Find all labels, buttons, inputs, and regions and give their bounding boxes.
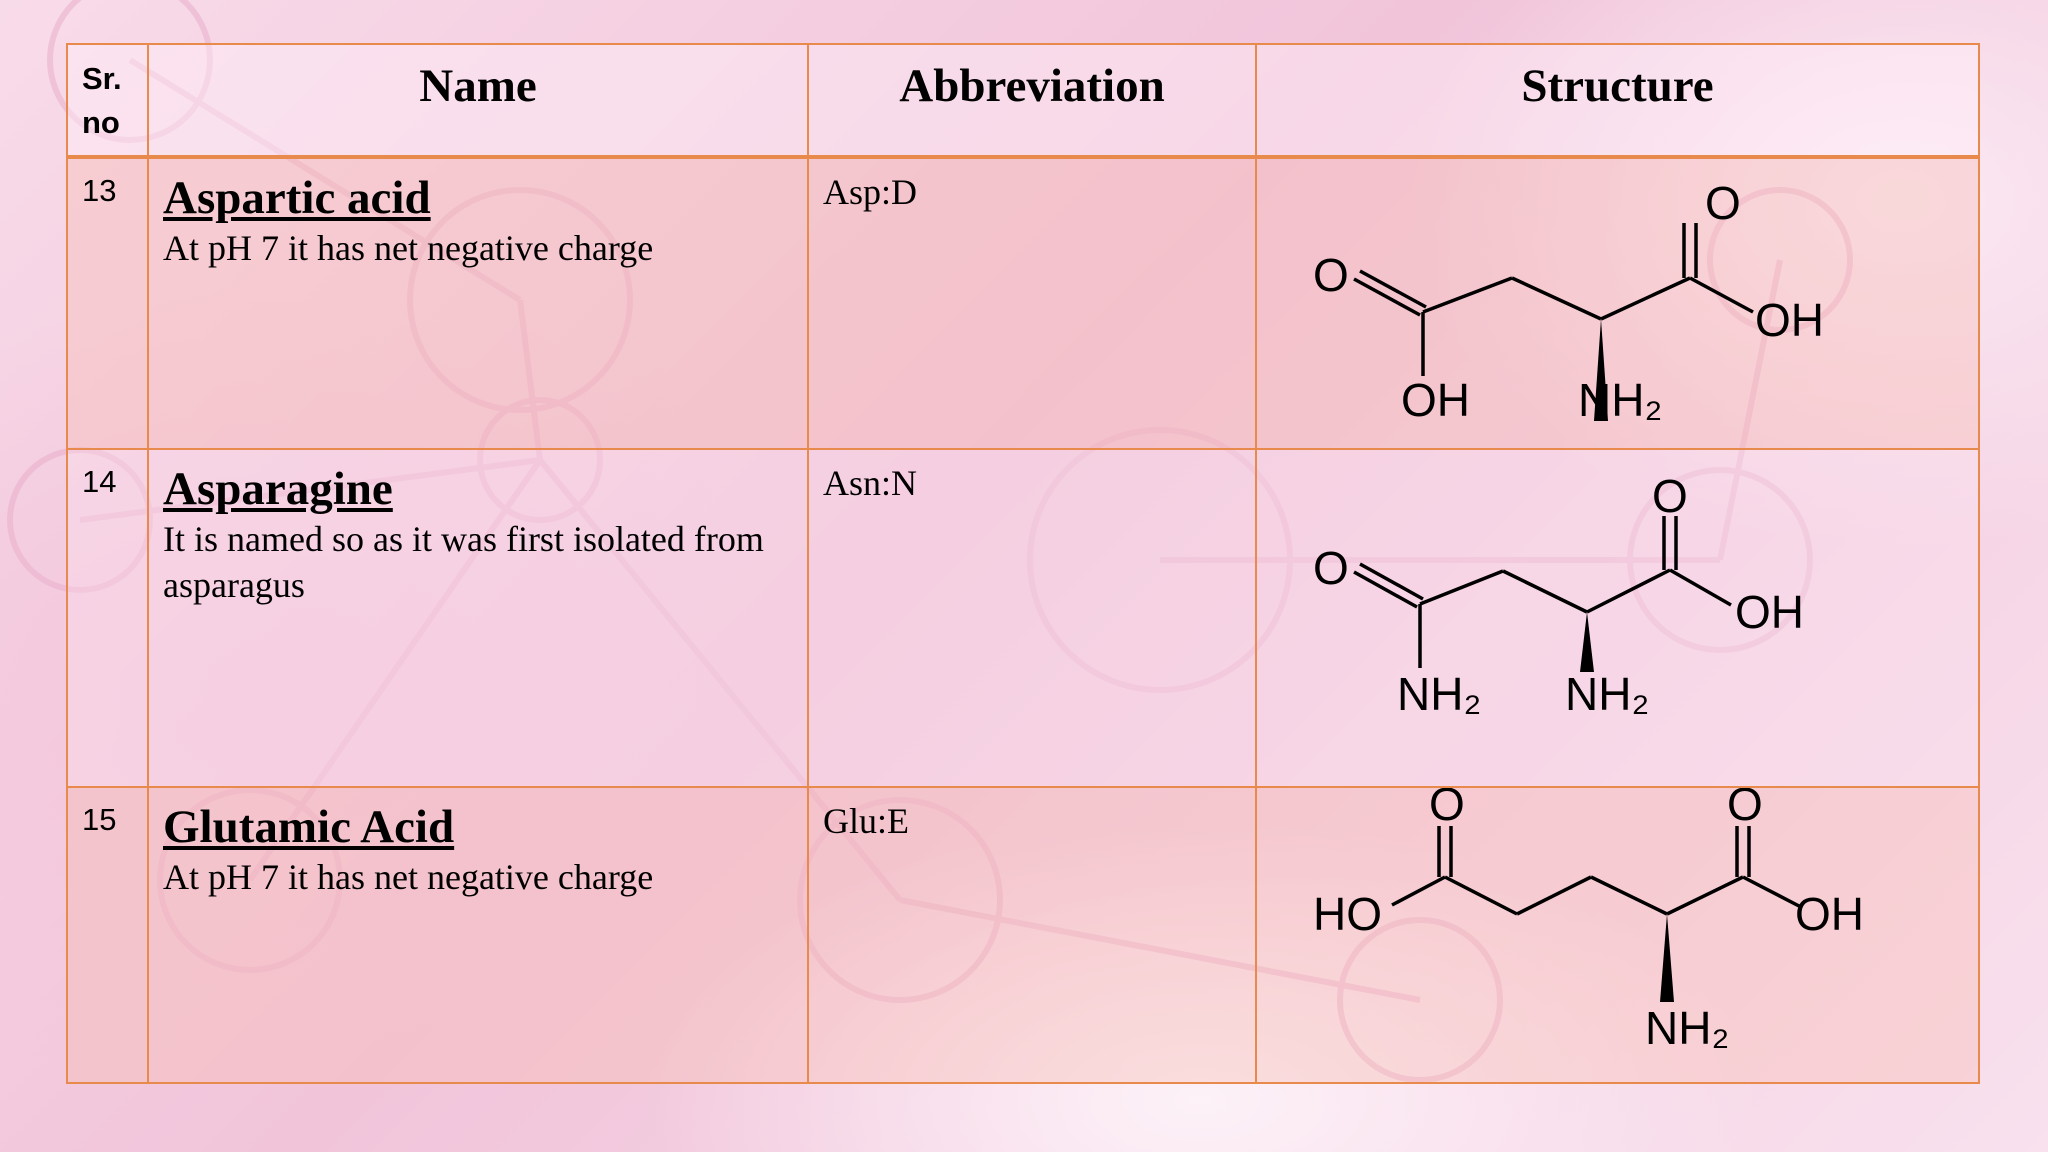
sr-cell: 13 (66, 156, 149, 450)
amino-acid-table: Sr. no Name Abbreviation Structure 13 As… (66, 43, 1980, 1084)
table-row: 13 Aspartic acid At pH 7 it has net nega… (66, 156, 1980, 450)
aspartic-acid-structure: O O OH OH NH₂ (1313, 177, 1824, 426)
amino-acid-table-container: Sr. no Name Abbreviation Structure 13 As… (66, 43, 1980, 1084)
glutamic-acid-structure: O O HO OH NH₂ (1313, 788, 1864, 1054)
header-name: Name (147, 43, 809, 159)
amine-label: NH₂ (1645, 1002, 1729, 1054)
hydroxyl-label: OH (1755, 294, 1824, 346)
sr-cell: 15 (66, 786, 149, 1084)
table-row: 15 Glutamic Acid At pH 7 it has net nega… (66, 786, 1980, 1084)
sr-cell: 14 (66, 448, 149, 788)
oxygen-label: O (1313, 542, 1349, 594)
structure-cell: O O OH OH NH₂ (1255, 156, 1980, 450)
hydroxyl-label: HO (1313, 888, 1382, 940)
amino-acid-name: Glutamic Acid (163, 801, 455, 853)
hydroxyl-label: OH (1735, 586, 1804, 638)
amino-acid-description: At pH 7 it has net negative charge (163, 857, 654, 897)
header-abbreviation: Abbreviation (807, 43, 1257, 159)
structure-cell: O O OH NH₂ NH₂ (1255, 448, 1980, 788)
oxygen-label: O (1313, 249, 1349, 301)
name-cell: Aspartic acid At pH 7 it has net negativ… (147, 156, 809, 450)
amino-acid-name: Aspartic acid (163, 172, 431, 224)
oxygen-label: O (1652, 470, 1688, 522)
structure-cell: O O HO OH NH₂ (1255, 786, 1980, 1084)
amino-acid-name: Asparagine (163, 463, 393, 515)
table-header-row: Sr. no Name Abbreviation Structure (66, 43, 1980, 159)
abbreviation-cell: Glu:E (807, 786, 1257, 1084)
amine-label: NH₂ (1578, 374, 1662, 426)
hydroxyl-label: OH (1795, 888, 1864, 940)
header-structure: Structure (1255, 43, 1980, 159)
abbreviation-cell: Asp:D (807, 156, 1257, 450)
abbreviation-cell: Asn:N (807, 448, 1257, 788)
oxygen-label: O (1727, 788, 1763, 830)
hydroxyl-label: OH (1401, 374, 1470, 426)
table-row: 14 Asparagine It is named so as it was f… (66, 448, 1980, 788)
oxygen-label: O (1705, 177, 1741, 229)
name-cell: Asparagine It is named so as it was firs… (147, 448, 809, 788)
oxygen-label: O (1429, 788, 1465, 830)
amine-label: NH₂ (1397, 668, 1481, 720)
name-cell: Glutamic Acid At pH 7 it has net negativ… (147, 786, 809, 1084)
amine-label: NH₂ (1565, 668, 1649, 720)
amino-acid-description: At pH 7 it has net negative charge (163, 228, 654, 268)
amino-acid-description: It is named so as it was first isolated … (163, 519, 764, 605)
header-sr-no: Sr. no (66, 43, 149, 159)
asparagine-structure: O O OH NH₂ NH₂ (1313, 470, 1804, 720)
